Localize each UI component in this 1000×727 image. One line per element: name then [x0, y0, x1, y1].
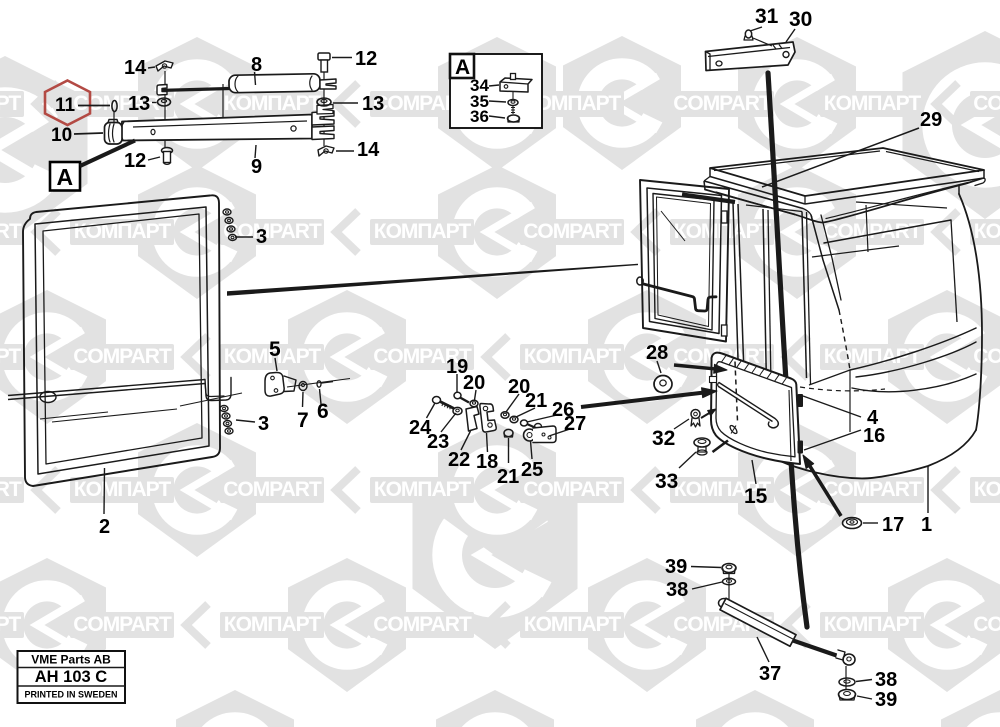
svg-text:32: 32 — [652, 427, 675, 450]
svg-text:24: 24 — [409, 417, 432, 439]
svg-text:10: 10 — [51, 125, 72, 146]
svg-text:28: 28 — [646, 342, 668, 364]
svg-text:12: 12 — [124, 150, 146, 172]
svg-text:3: 3 — [258, 413, 269, 435]
svg-text:11: 11 — [55, 95, 76, 116]
svg-text:21: 21 — [525, 390, 547, 412]
svg-text:14: 14 — [124, 57, 147, 79]
svg-text:13: 13 — [362, 93, 384, 115]
svg-text:25: 25 — [521, 459, 543, 481]
svg-text:20: 20 — [463, 372, 485, 394]
svg-text:16: 16 — [863, 425, 885, 447]
svg-text:31: 31 — [755, 5, 779, 28]
svg-text:17: 17 — [882, 514, 904, 536]
svg-text:1: 1 — [921, 514, 932, 536]
svg-text:36: 36 — [470, 107, 489, 126]
svg-text:15: 15 — [744, 485, 768, 508]
svg-text:19: 19 — [446, 356, 468, 378]
svg-text:22: 22 — [448, 449, 470, 471]
svg-text:5: 5 — [269, 338, 281, 361]
svg-text:21: 21 — [497, 466, 519, 488]
svg-text:39: 39 — [875, 689, 897, 711]
svg-text:35: 35 — [470, 92, 489, 111]
svg-text:PRINTED IN SWEDEN: PRINTED IN SWEDEN — [24, 690, 117, 700]
svg-text:29: 29 — [920, 109, 942, 131]
svg-text:3: 3 — [256, 226, 267, 248]
svg-text:12: 12 — [355, 48, 377, 70]
svg-text:20: 20 — [508, 376, 530, 398]
svg-text:A: A — [57, 164, 74, 190]
svg-text:39: 39 — [665, 556, 687, 578]
svg-text:8: 8 — [251, 54, 262, 76]
svg-text:27: 27 — [564, 413, 586, 435]
svg-text:13: 13 — [128, 93, 150, 115]
svg-text:AH 103 C: AH 103 C — [35, 668, 108, 686]
svg-text:A: A — [455, 56, 470, 79]
svg-text:38: 38 — [666, 579, 688, 601]
svg-text:7: 7 — [297, 409, 309, 432]
svg-text:37: 37 — [759, 663, 781, 685]
svg-text:23: 23 — [427, 431, 449, 453]
svg-text:33: 33 — [655, 470, 678, 493]
svg-text:4: 4 — [867, 407, 879, 429]
svg-text:30: 30 — [789, 8, 812, 31]
svg-text:6: 6 — [317, 400, 329, 423]
svg-text:18: 18 — [476, 451, 498, 473]
svg-text:2: 2 — [99, 516, 110, 538]
svg-text:34: 34 — [470, 76, 489, 95]
svg-text:9: 9 — [251, 156, 262, 178]
svg-text:VME Parts AB: VME Parts AB — [31, 653, 111, 667]
svg-text:38: 38 — [875, 669, 897, 691]
svg-text:26: 26 — [552, 399, 574, 421]
svg-text:14: 14 — [357, 139, 380, 161]
